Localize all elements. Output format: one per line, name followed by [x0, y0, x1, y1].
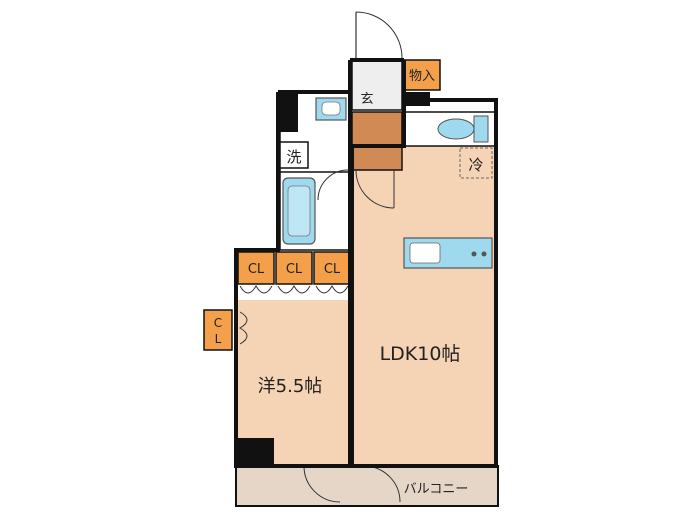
toilet-bowl [437, 118, 475, 140]
closet-swing-1 [239, 284, 273, 294]
western-room-label: 洋5.5帖 [258, 376, 323, 397]
closet-swing-3 [315, 284, 349, 294]
ldk-label: LDK10帖 [380, 343, 461, 365]
balcony-area [235, 465, 499, 507]
stove-burner-2 [481, 251, 487, 257]
balcony-door-swing-1 [303, 465, 341, 503]
closet-swing-2 [277, 284, 311, 294]
storage-label: 物入 [409, 69, 435, 84]
genkan-step [351, 111, 403, 171]
closet-3 [313, 251, 351, 285]
washbasin-bowl [321, 101, 341, 116]
storage-closet [403, 59, 441, 91]
closet-label-3: CL [324, 262, 341, 277]
balcony-label: バルコニー [404, 482, 469, 497]
closet-label-2: CL [286, 262, 303, 277]
ldk-door-swing [355, 169, 395, 209]
side-closet-swing [238, 311, 248, 345]
side-closet-label-top: C [214, 316, 222, 330]
ldk-floor [352, 146, 496, 466]
pillar-top [276, 92, 298, 132]
entrance-label: 玄 [360, 92, 373, 107]
kitchen-sink [409, 242, 441, 264]
closet-label-1: CL [248, 262, 265, 277]
fridge-label: 冷 [468, 156, 483, 174]
stove-burner-1 [471, 251, 477, 257]
fridge-space [459, 147, 493, 179]
laundry-box [279, 141, 309, 169]
bathtub-inner [287, 185, 311, 237]
pillar-entrance [404, 92, 430, 106]
entrance-door-swing [355, 11, 403, 59]
bath-door-swing [317, 169, 349, 201]
closet-2 [275, 251, 313, 285]
pillar-bottom [238, 438, 274, 466]
toilet-tank [473, 115, 489, 143]
side-closet [203, 309, 233, 351]
side-closet-label-bottom: L [215, 332, 222, 346]
laundry-label: 洗 [286, 148, 301, 166]
